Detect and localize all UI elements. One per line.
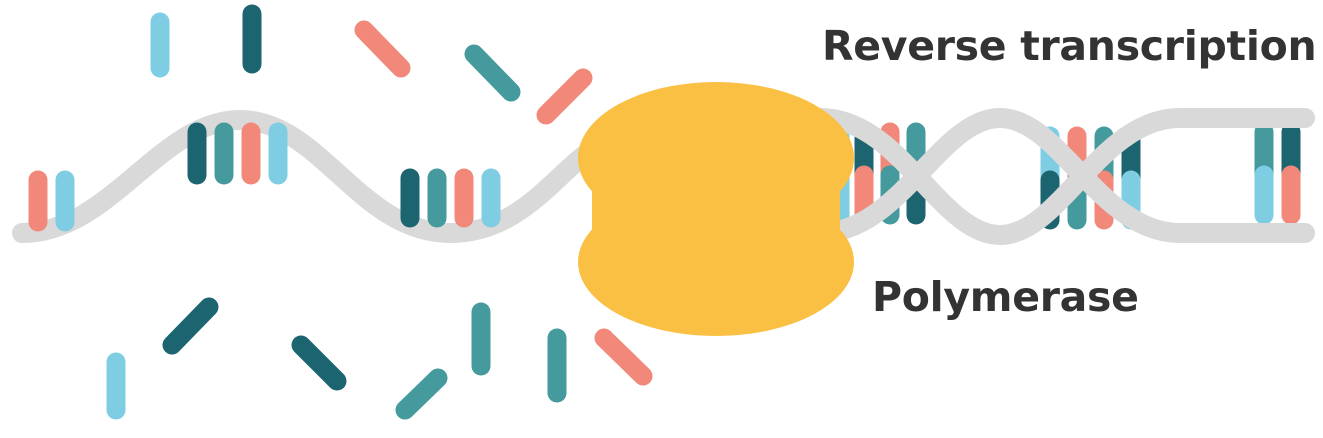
free-nucleotide-dark-teal (291, 335, 347, 391)
free-nucleotide-salmon (354, 20, 411, 78)
free-nucleotides-top (150, 4, 593, 125)
rna-bases (28, 122, 501, 232)
free-nucleotide-salmon (594, 328, 653, 386)
right-double-helix (810, 107, 1315, 246)
free-nucleotide-dark-teal (162, 297, 219, 355)
polymerase-waist (592, 175, 840, 245)
polymerase-enzyme (578, 82, 854, 336)
free-nucleotides-bottom (106, 297, 653, 420)
helix-backbone-strand-a (810, 107, 1315, 246)
free-nucleotide-salmon (536, 68, 593, 125)
free-nucleotide-teal (464, 44, 521, 102)
process-title: Reverse transcription (822, 22, 1317, 70)
left-rna-strand (12, 109, 610, 244)
free-nucleotide-teal (395, 368, 448, 420)
rna-backbone (12, 109, 610, 244)
helix-backbone-strand-b (810, 107, 1315, 244)
polymerase-label: Polymerase (872, 273, 1139, 321)
